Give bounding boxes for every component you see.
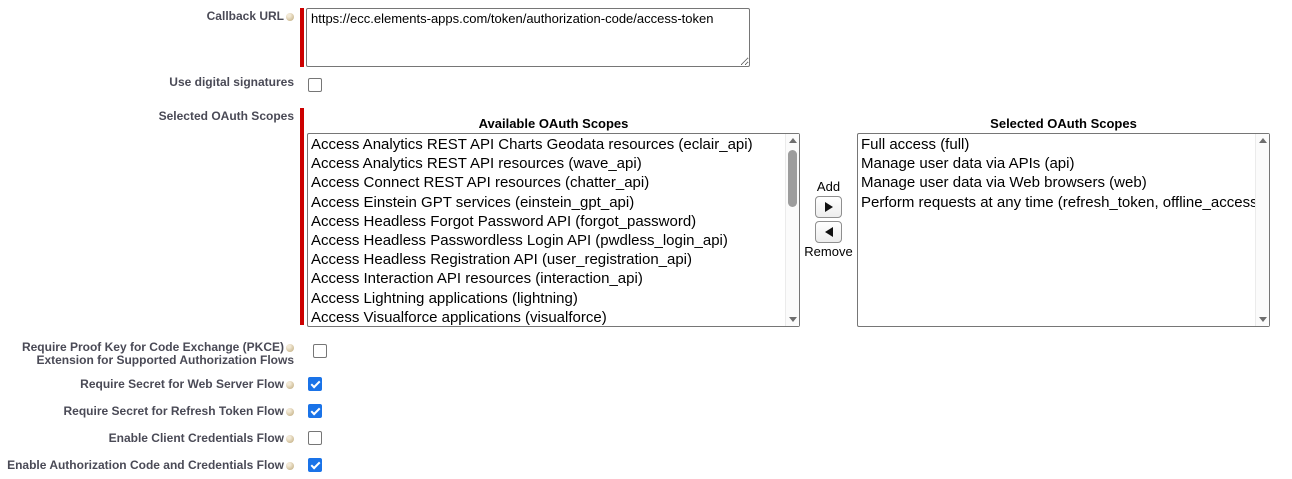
scope-option[interactable]: Access Headless Forgot Password API (for…: [311, 212, 697, 230]
selected-scopes-options: Full access (full) Manage user data via …: [858, 134, 1255, 326]
help-icon[interactable]: [286, 408, 294, 416]
scope-option[interactable]: Access Analytics REST API resources (wav…: [311, 155, 642, 173]
selected-oauth-scopes-label-text: Selected OAuth Scopes: [158, 109, 294, 123]
scope-option[interactable]: Access Einstein GPT services (einstein_g…: [311, 193, 635, 211]
scrollbar[interactable]: [1255, 134, 1269, 326]
require-secret-web-server-label: Require Secret for Web Server Flow: [0, 378, 294, 390]
help-icon[interactable]: [286, 344, 294, 352]
enable-client-credentials-label: Enable Client Credentials Flow: [0, 432, 294, 444]
scrollbar-down-arrow-icon[interactable]: [786, 313, 799, 326]
scope-option[interactable]: Access Headless Registration API (user_r…: [311, 251, 693, 269]
use-digital-signatures-label-text: Use digital signatures: [169, 75, 294, 89]
scope-option[interactable]: Access Interaction API resources (intera…: [311, 270, 643, 288]
scrollbar-up-arrow-icon[interactable]: [1256, 134, 1269, 147]
scrollbar[interactable]: [785, 134, 799, 326]
right-arrow-icon: [824, 202, 833, 212]
help-icon[interactable]: [286, 13, 294, 21]
use-digital-signatures-label: Use digital signatures: [0, 76, 294, 88]
require-secret-refresh-token-checkbox[interactable]: [308, 404, 322, 418]
selected-scopes-listbox[interactable]: Full access (full) Manage user data via …: [857, 133, 1270, 327]
scrollbar-down-arrow-icon[interactable]: [1256, 313, 1269, 326]
scrollbar-track[interactable]: [786, 147, 799, 313]
pkce-label-line2: Extension for Supported Authorization Fl…: [36, 353, 294, 367]
selected-scopes-header: Selected OAuth Scopes: [990, 116, 1137, 131]
available-scopes-header: Available OAuth Scopes: [478, 116, 629, 131]
required-field-bar: [300, 108, 304, 325]
scope-option[interactable]: Manage user data via APIs (api): [861, 155, 1075, 173]
available-scopes-options: Access Analytics REST API Charts Geodata…: [308, 134, 785, 326]
enable-auth-code-credentials-checkbox[interactable]: [308, 458, 322, 472]
available-scopes-listbox[interactable]: Access Analytics REST API Charts Geodata…: [307, 133, 800, 327]
scope-option[interactable]: Access Lightning applications (lightning…: [311, 289, 578, 307]
require-secret-refresh-token-label: Require Secret for Refresh Token Flow: [0, 405, 294, 417]
use-digital-signatures-checkbox[interactable]: [308, 78, 322, 92]
pkce-label-line1: Require Proof Key for Code Exchange (PKC…: [0, 341, 294, 353]
enable-auth-code-credentials-label: Enable Authorization Code and Credential…: [0, 459, 294, 471]
scope-option[interactable]: Access Visualforce applications (visualf…: [311, 308, 607, 326]
pkce-checkbox[interactable]: [313, 344, 327, 358]
remove-label: Remove: [804, 244, 853, 259]
scope-option[interactable]: Access Headless Passwordless Login API (…: [311, 231, 728, 249]
help-icon[interactable]: [286, 462, 294, 470]
scrollbar-track[interactable]: [1256, 147, 1269, 313]
scope-option[interactable]: Perform requests at any time (refresh_to…: [861, 193, 1255, 211]
enable-client-credentials-checkbox[interactable]: [308, 431, 322, 445]
add-label: Add: [816, 179, 841, 194]
scrollbar-thumb[interactable]: [788, 150, 797, 207]
selected-oauth-scopes-label: Selected OAuth Scopes: [0, 110, 294, 122]
left-arrow-icon: [824, 227, 833, 237]
remove-button[interactable]: [815, 221, 842, 243]
callback-url-input[interactable]: https://ecc.elements-apps.com/token/auth…: [306, 8, 750, 67]
callback-url-label-text: Callback URL: [206, 9, 284, 23]
pkce-label: Require Proof Key for Code Exchange (PKC…: [0, 341, 294, 367]
callback-url-label: Callback URL: [0, 10, 294, 22]
scope-option[interactable]: Manage user data via Web browsers (web): [861, 174, 1147, 192]
help-icon[interactable]: [286, 435, 294, 443]
add-button[interactable]: [815, 196, 842, 218]
help-icon[interactable]: [286, 381, 294, 389]
scrollbar-up-arrow-icon[interactable]: [786, 134, 799, 147]
require-secret-web-server-checkbox[interactable]: [308, 377, 322, 391]
scope-option[interactable]: Access Connect REST API resources (chatt…: [311, 174, 650, 192]
scope-option[interactable]: Access Analytics REST API Charts Geodata…: [311, 136, 753, 153]
scope-option[interactable]: Full access (full): [861, 136, 970, 153]
required-field-bar: [300, 8, 304, 67]
